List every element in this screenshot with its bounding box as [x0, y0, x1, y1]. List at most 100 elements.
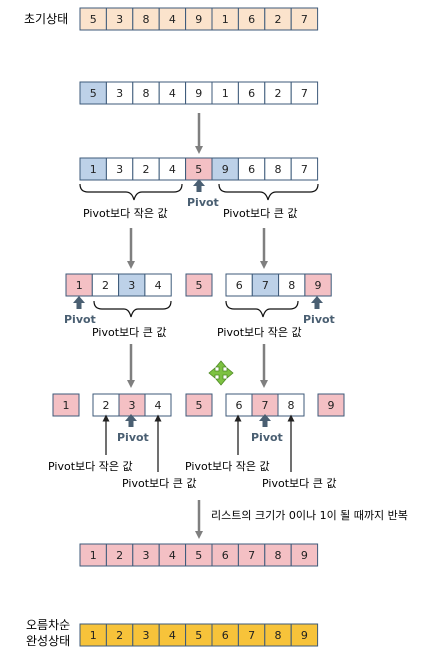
label-sorted-line1: 오름차순: [26, 618, 70, 632]
array-cell: [290, 543, 319, 567]
array-cell: [290, 157, 319, 181]
label-sorted-line2: 완성상태: [26, 634, 70, 648]
array-cell: [304, 273, 332, 297]
array-cell: [317, 393, 345, 417]
array-cell-value: 2: [102, 279, 109, 292]
array-cell-value: 1: [76, 279, 83, 292]
pivot-up-arrow-icon: [259, 414, 271, 427]
pivot-up-arrow-icon: [193, 179, 205, 192]
array-cell-value: 7: [301, 13, 308, 26]
array-cell: [185, 393, 213, 417]
array-cell-value: 8: [288, 399, 295, 412]
array-cell-value: 2: [143, 163, 150, 176]
label-less-than-pivot: Pivot보다 작은 값: [83, 207, 168, 220]
array-cell-value: 4: [155, 279, 162, 292]
array-cell-value: 3: [143, 629, 150, 642]
pivot-up-arrow-icon: [125, 414, 137, 427]
array-cell-value: 5: [196, 399, 203, 412]
array-cell-value: 1: [90, 629, 97, 642]
array-cell-value: 9: [315, 279, 322, 292]
array-cell-value: 6: [248, 163, 255, 176]
label-repeat-note: 리스트의 크기가 0이나 1이 될 때까지 반복: [211, 508, 408, 522]
array-cell-value: 2: [116, 629, 123, 642]
array-cell-value: 4: [169, 549, 176, 562]
array-cell-value: 5: [195, 629, 202, 642]
array-cell-value: 1: [90, 549, 97, 562]
braces: [79, 183, 319, 318]
array-cell: [185, 273, 213, 297]
pivot-up-arrow-icon: [311, 296, 323, 309]
array-cell-value: 8: [275, 549, 282, 562]
brace-less-than: [79, 183, 183, 201]
array-cell-value: 2: [275, 13, 282, 26]
array-cell-value: 5: [196, 279, 203, 292]
array-cell-value: 2: [275, 87, 282, 100]
array-cell-value: 6: [248, 13, 255, 26]
array-cell-value: 3: [116, 163, 123, 176]
pivot-label: Pivot: [117, 431, 149, 444]
flow-arrows: [127, 113, 268, 539]
array-cell-value: 4: [169, 629, 176, 642]
array-cell-value: 8: [143, 13, 150, 26]
label-initial-state: 초기상태: [24, 12, 68, 26]
brace-greater-than: [93, 300, 172, 318]
array-cell-value: 9: [222, 163, 229, 176]
array-cell-value: 7: [248, 549, 255, 562]
array-cell-value: 9: [195, 87, 202, 100]
label-less-than-pivot: Pivot보다 작은 값: [48, 460, 133, 473]
array-cell-value: 4: [169, 13, 176, 26]
label-greater-than-pivot: Pivot보다 큰 값: [262, 477, 336, 490]
label-less-than-pivot: Pivot보다 작은 값: [217, 326, 302, 339]
array-cell-value: 7: [262, 399, 269, 412]
array-cell-value: 5: [90, 13, 97, 26]
array-cell-value: 6: [248, 87, 255, 100]
array-cell-value: 5: [195, 549, 202, 562]
pointer-arrows: [102, 414, 295, 472]
array-cell-value: 4: [169, 87, 176, 100]
array-cell-value: 1: [222, 87, 229, 100]
brace-greater-than: [218, 183, 319, 201]
array-cell-value: 3: [116, 87, 123, 100]
array-cell-value: 6: [222, 549, 229, 562]
array-cell-value: 6: [236, 399, 243, 412]
array-cell-value: 1: [222, 13, 229, 26]
array-cell: [290, 81, 319, 105]
move-icon: [208, 360, 234, 386]
array-cell-value: 3: [116, 13, 123, 26]
array-cell: [144, 273, 172, 297]
label-greater-than-pivot: Pivot보다 큰 값: [122, 477, 196, 490]
array-cell-value: 7: [248, 629, 255, 642]
array-cell-value: 8: [275, 629, 282, 642]
array-cell-value: 3: [143, 549, 150, 562]
array-cell-value: 4: [169, 163, 176, 176]
array-cell-value: 5: [195, 163, 202, 176]
pivot-up-arrow-icon: [73, 296, 85, 309]
array-cell-value: 1: [90, 163, 97, 176]
array-cell-value: 7: [301, 87, 308, 100]
array-cell-value: 1: [63, 399, 70, 412]
pivot-label: Pivot: [303, 313, 335, 326]
array-cell-value: 8: [288, 279, 295, 292]
array-cell-value: 2: [103, 399, 110, 412]
pivot-label: Pivot: [187, 196, 219, 209]
array-cell-value: 6: [222, 629, 229, 642]
array-cell-value: 8: [275, 163, 282, 176]
array-cell-value: 8: [143, 87, 150, 100]
label-greater-than-pivot: Pivot보다 큰 값: [223, 207, 297, 220]
array-cell-value: 9: [195, 13, 202, 26]
label-less-than-pivot: Pivot보다 작은 값: [185, 460, 270, 473]
array-cell: [52, 393, 80, 417]
pivot-label: Pivot: [251, 431, 283, 444]
array-cell-value: 9: [328, 399, 335, 412]
array-cell-value: 2: [116, 549, 123, 562]
array-cell-value: 9: [301, 629, 308, 642]
array-cell-value: 6: [236, 279, 243, 292]
array-cell-value: 9: [301, 549, 308, 562]
array-cell-value: 3: [128, 279, 135, 292]
array-cell-value: 7: [262, 279, 269, 292]
array-cell-value: 5: [90, 87, 97, 100]
array-cell-value: 3: [129, 399, 136, 412]
pivot-label: Pivot: [64, 313, 96, 326]
